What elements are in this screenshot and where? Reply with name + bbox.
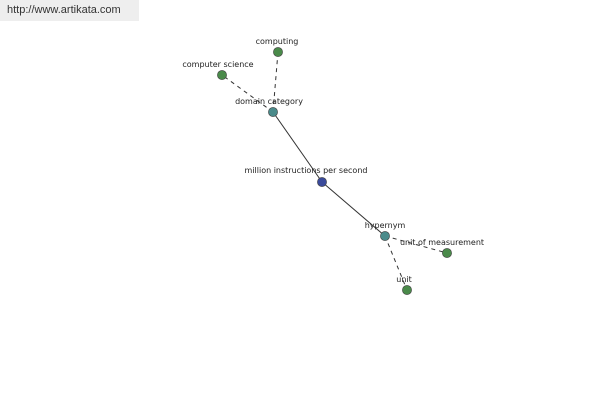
node-label-center[interactable]: million instructions per second [245, 166, 368, 175]
node-domain[interactable] [268, 107, 278, 117]
node-label-uom[interactable]: unit of measurement [400, 238, 484, 247]
node-cs[interactable] [217, 70, 227, 80]
node-hyper[interactable] [380, 231, 390, 241]
edge-domain-cs [221, 74, 274, 113]
site-url-watermark[interactable]: http://www.artikata.com [0, 0, 139, 21]
node-label-cs[interactable]: computer science [182, 60, 253, 69]
edge-hyper-unit [384, 235, 408, 291]
node-computing[interactable] [273, 47, 283, 57]
node-label-hyper[interactable]: hypernym [365, 221, 406, 230]
node-label-unit[interactable]: unit [396, 275, 412, 284]
edge-hyper-uom [384, 235, 448, 254]
node-uom[interactable] [442, 248, 452, 258]
node-unit[interactable] [402, 285, 412, 295]
edge-center-hyper [321, 181, 386, 237]
edge-center-domain [272, 111, 323, 183]
node-center[interactable] [317, 177, 327, 187]
node-label-domain[interactable]: domain category [235, 97, 303, 106]
edge-domain-computing [272, 51, 279, 113]
node-label-computing[interactable]: computing [256, 37, 299, 46]
